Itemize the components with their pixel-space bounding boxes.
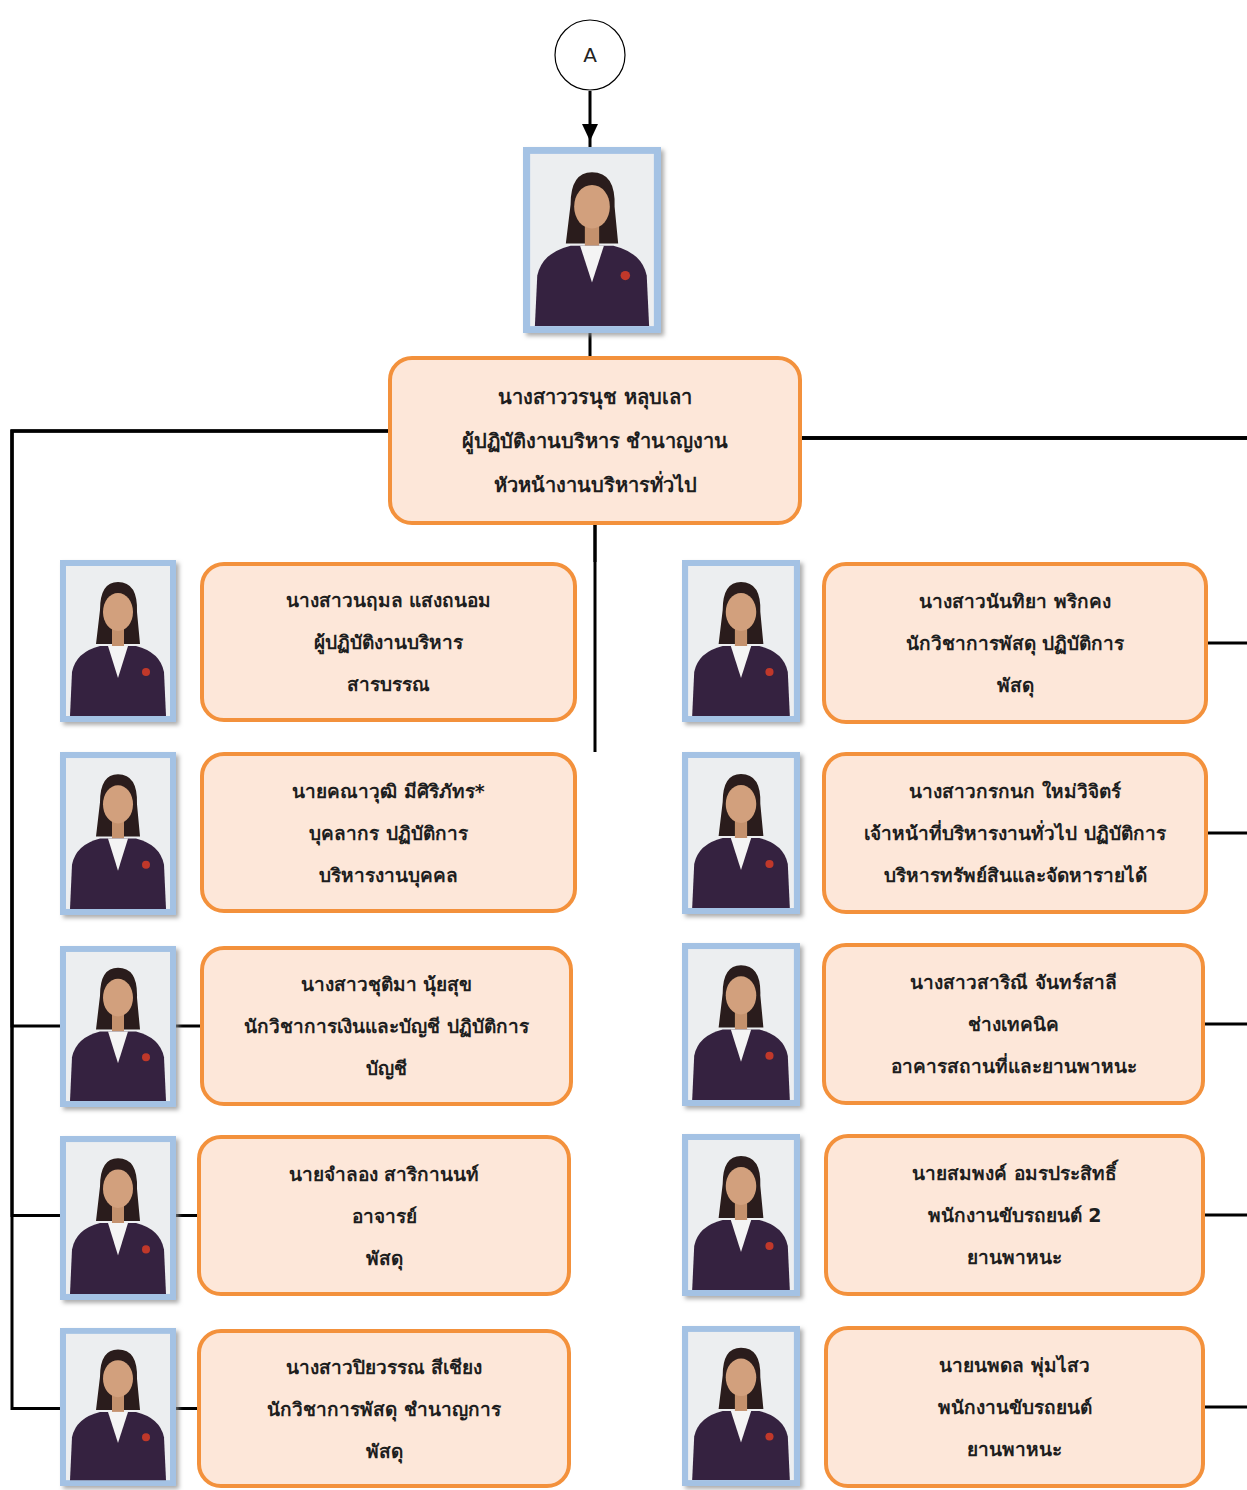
- node-text: A: [583, 43, 597, 67]
- staff-box: นางสาวนันทิยา พริกคงนักวิชาการพัสดุ ปฏิบ…: [822, 562, 1208, 724]
- node-text: พนักงานขับรถยนต์ 2: [928, 1194, 1102, 1236]
- staff-box: นางสาวสาริณี จันทร์สาลีช่างเทคนิคอาคารสถ…: [822, 943, 1205, 1105]
- node-text: ยานพาหนะ: [967, 1428, 1062, 1470]
- staff-photo: [682, 1326, 800, 1486]
- staff-box: นางสาวกรกนก ใหม่วิจิตร์เจ้าหน้าที่บริหาร…: [822, 752, 1208, 914]
- node-text: บัญชี: [366, 1047, 407, 1089]
- node-text: นายนพดล พุ่มไสว: [939, 1344, 1090, 1386]
- staff-photo: [60, 946, 176, 1107]
- node-text: พัสดุ: [366, 1237, 403, 1279]
- node-text: นางสาวนันทิยา พริกคง: [919, 580, 1111, 622]
- staff-box: นางสาวชุติมา นุ้ยสุขนักวิชาการเงินและบัญ…: [200, 946, 573, 1106]
- node-text: นางสาวปิยวรรณ สีเชียง: [286, 1346, 483, 1388]
- head-box: นางสาววรนุช หลุบเลาผู้ปฏิบัติงานบริหาร ช…: [388, 356, 802, 525]
- node-text: ช่างเทคนิค: [968, 1003, 1059, 1045]
- node-text: นักวิชาการเงินและบัญชี ปฏิบัติการ: [244, 1005, 529, 1047]
- staff-photo: [523, 147, 661, 333]
- node-text: เจ้าหน้าที่บริหารงานทั่วไป ปฏิบัติการ: [864, 812, 1166, 854]
- staff-photo: [682, 752, 800, 914]
- node-text: อาคารสถานที่และยานพาหนะ: [891, 1045, 1137, 1087]
- node-text: บริหารทรัพย์สินและจัดหารายได้: [884, 854, 1147, 896]
- staff-photo: [60, 1328, 176, 1486]
- connector-line: [802, 438, 1247, 1215]
- staff-photo: [60, 1136, 176, 1300]
- node-text: นายคณาวุฒิ มีศิริภัทร*: [292, 770, 485, 812]
- node-text: นางสาววรนุช หลุบเลา: [498, 375, 692, 419]
- node-text: นางสาวนฤมล แสงถนอม: [286, 579, 492, 621]
- staff-box: นายสมพงค์ อมรประสิทธิ์พนักงานขับรถยนต์ 2…: [824, 1134, 1205, 1296]
- node-text: นักวิชาการพัสดุ ปฏิบัติการ: [906, 622, 1125, 664]
- staff-box: นางสาวนฤมล แสงถนอมผู้ปฏิบัติงานบริหารสาร…: [200, 562, 577, 722]
- connector-line: [12, 431, 388, 1026]
- staff-photo: [60, 752, 176, 915]
- node-text: นางสาวกรกนก ใหม่วิจิตร์: [909, 770, 1121, 812]
- staff-box: นายนพดล พุ่มไสวพนักงานขับรถยนต์ยานพาหนะ: [824, 1326, 1205, 1488]
- connector-line: [594, 525, 597, 752]
- staff-photo: [682, 560, 800, 722]
- node-text: พัสดุ: [997, 664, 1034, 706]
- node-text: หัวหน้างานบริหารทั่วไป: [494, 463, 697, 507]
- staff-photo: [60, 560, 176, 722]
- node-text: พนักงานขับรถยนต์: [938, 1386, 1092, 1428]
- staff-box: นางสาวปิยวรรณ สีเชียงนักวิชาการพัสดุ ชำน…: [197, 1329, 571, 1488]
- node-text: อาจารย์: [352, 1195, 417, 1237]
- node-text: บริหารงานบุคคล: [319, 854, 458, 896]
- connector-line: [802, 438, 1247, 1024]
- node-text: พัสดุ: [366, 1430, 403, 1472]
- arrow-head: [582, 124, 598, 141]
- node-text: นายจำลอง สาริกานนท์: [289, 1153, 480, 1195]
- node-text: ผู้ปฏิบัติงานบริหาร: [314, 621, 463, 663]
- node-text: ผู้ปฏิบัติงานบริหาร ชำนาญงาน: [462, 419, 729, 463]
- node-text: นายสมพงค์ อมรประสิทธิ์: [912, 1152, 1117, 1194]
- staff-photo: [682, 1134, 800, 1296]
- connector-line: [802, 438, 1247, 1407]
- circle-shape: [555, 20, 625, 90]
- staff-box: นายคณาวุฒิ มีศิริภัทร*บุคลากร ปฏิบัติการ…: [200, 752, 577, 913]
- node-text: ยานพาหนะ: [967, 1236, 1062, 1278]
- node-text: นางสาวสาริณี จันทร์สาลี: [910, 961, 1117, 1003]
- node-text: นางสาวชุติมา นุ้ยสุข: [301, 963, 473, 1005]
- node-text: บุคลากร ปฏิบัติการ: [309, 812, 468, 854]
- node-text: นักวิชาการพัสดุ ชำนาญการ: [267, 1388, 501, 1430]
- staff-box: นายจำลอง สาริกานนท์อาจารย์พัสดุ: [197, 1135, 571, 1296]
- node-text: สารบรรณ: [347, 663, 430, 705]
- connector-circle: A: [554, 19, 626, 91]
- staff-photo: [682, 943, 800, 1106]
